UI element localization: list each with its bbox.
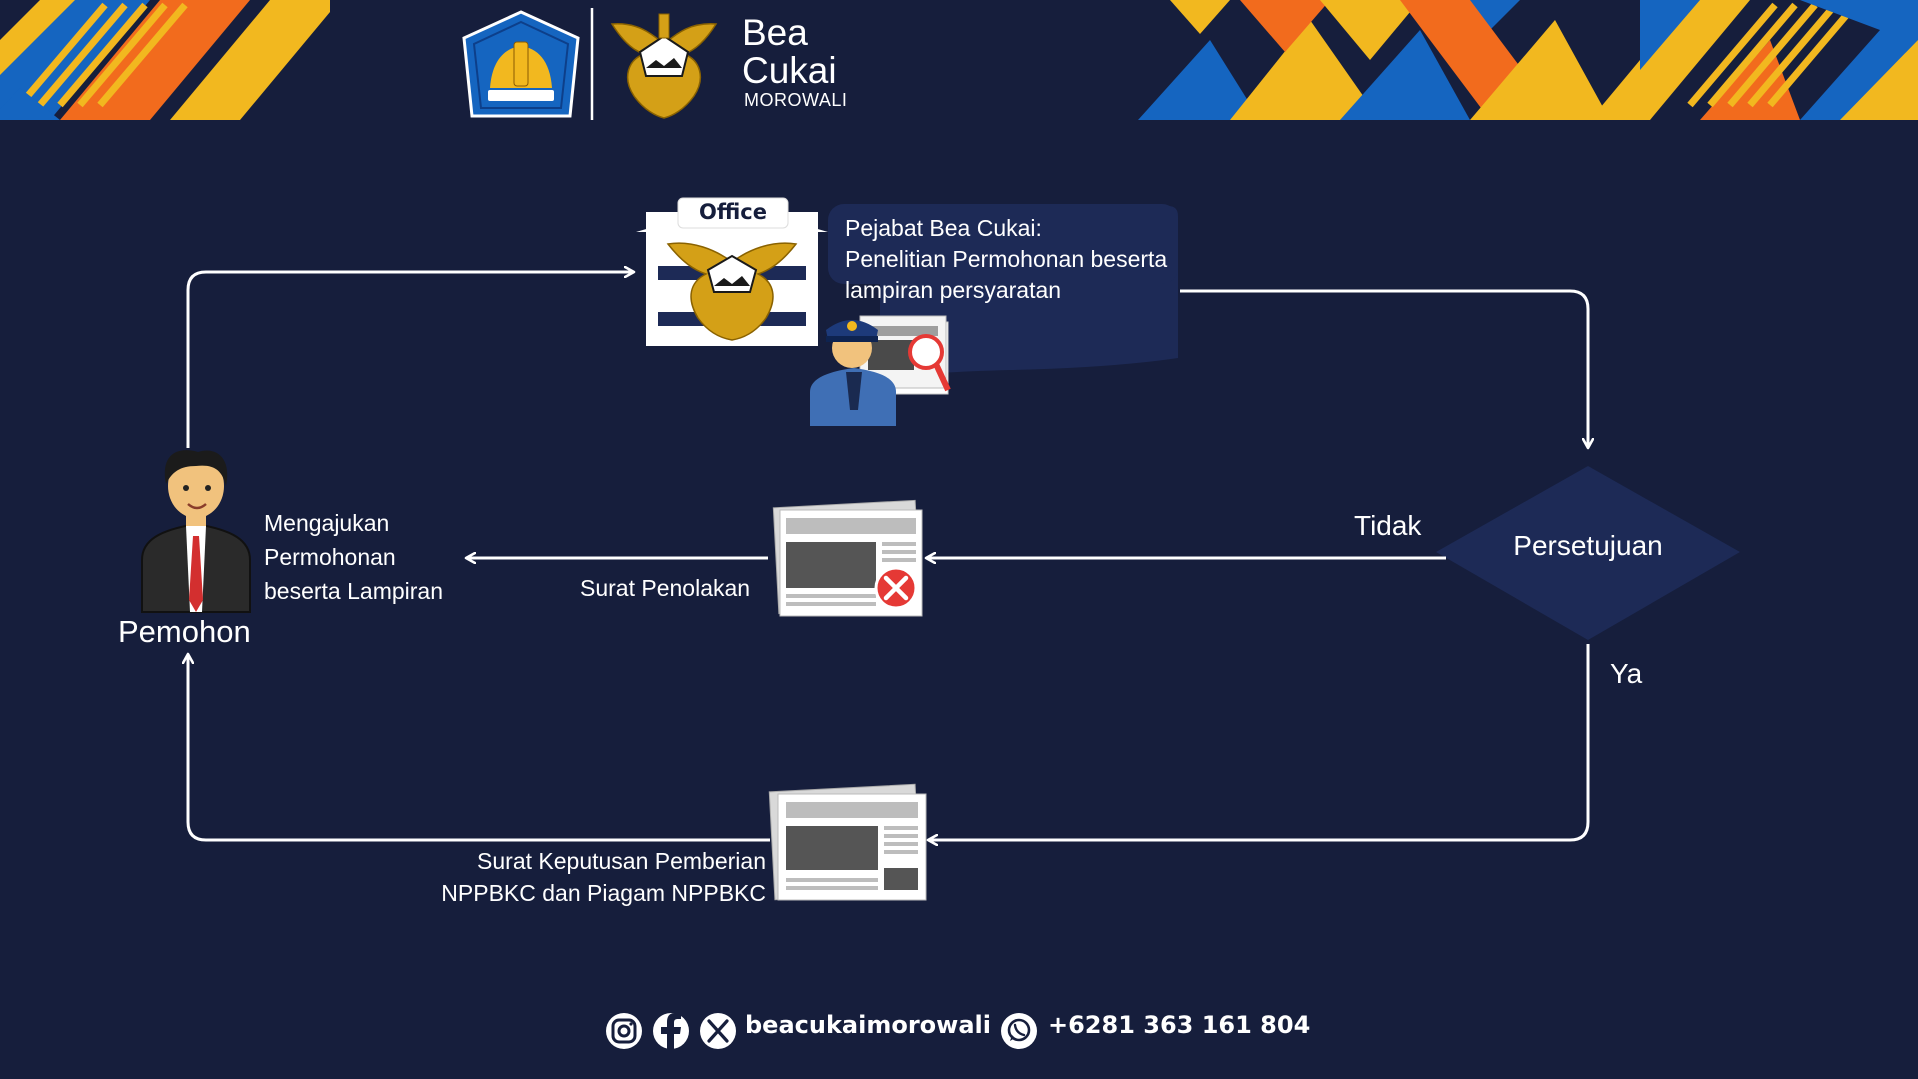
applicant-label: Pemohon — [118, 614, 251, 649]
approval-label-line-2: NPPBKC dan Piagam NPPBKC — [441, 880, 766, 906]
applicant-person-icon — [141, 450, 251, 613]
brand-line-2: Cukai — [742, 50, 837, 91]
arrow-decision-to-approval — [928, 644, 1590, 840]
top-right-banner — [1138, 0, 1918, 120]
applicant-action-line-1: Mengajukan — [264, 510, 390, 536]
whatsapp-icon — [1001, 1013, 1037, 1049]
rejection-label: Surat Penolakan — [580, 575, 751, 601]
officer-note-line-2: Penelitian Permohonan beserta — [845, 246, 1168, 272]
brand-location: MOROWALI — [744, 90, 848, 110]
social-handle[interactable]: beacukaimorowali — [745, 1011, 991, 1039]
decision-label: Persetujuan — [1513, 530, 1663, 561]
arrow-approval-to-applicant — [188, 654, 770, 842]
officer-note-line-1: Pejabat Bea Cukai: — [845, 215, 1042, 241]
office-sign: Office — [699, 200, 767, 224]
ministry-emblem-icon — [462, 10, 580, 118]
instagram-icon — [606, 1013, 642, 1049]
facebook-icon — [653, 1013, 689, 1049]
brand-line-1: Bea — [742, 12, 808, 53]
decision-diamond — [1436, 466, 1740, 640]
bea-cukai-emblem-icon — [610, 13, 718, 119]
whatsapp-number[interactable]: +6281 363 161 804 — [1048, 1011, 1311, 1039]
top-left-banner — [0, 0, 330, 120]
applicant-action-line-2: Permohonan — [264, 544, 396, 570]
arrow-office-to-decision — [1180, 289, 1588, 448]
decision-yes-label: Ya — [1610, 658, 1643, 689]
approval-letter-icon — [768, 783, 927, 901]
officer-note-line-3: lampiran persyaratan — [845, 277, 1062, 303]
arrow-applicant-to-office — [186, 272, 634, 448]
decision-no-label: Tidak — [1354, 510, 1422, 541]
approval-label-line-1: Surat Keputusan Pemberian — [477, 848, 766, 874]
officer-icon — [810, 315, 951, 426]
x-icon — [700, 1013, 736, 1049]
rejection-letter-icon — [772, 499, 923, 617]
applicant-action-line-3: beserta Lampiran — [264, 578, 443, 604]
office-building-icon — [636, 197, 828, 346]
